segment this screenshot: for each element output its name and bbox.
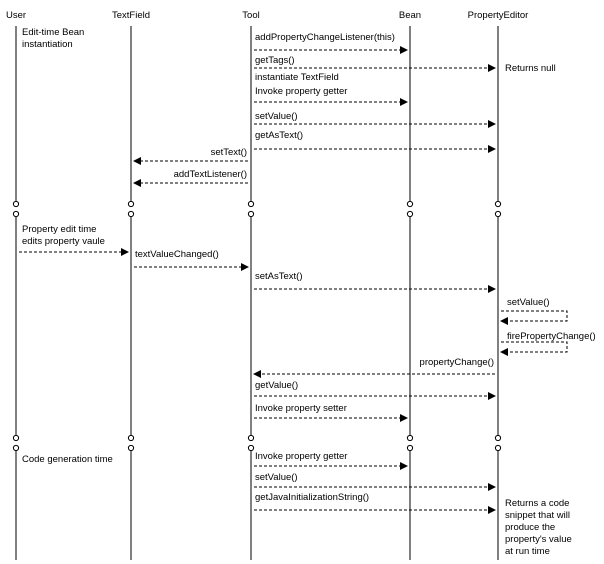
lifeline-label-textfield: TextField — [112, 10, 150, 21]
note-line: produce the — [505, 522, 555, 533]
message-17: setValue() — [254, 472, 496, 491]
note-line: Edit-time Bean — [22, 27, 84, 38]
message-4: setValue() — [254, 111, 496, 128]
message-label: getAsText() — [255, 130, 303, 141]
note-code-generation-time: Code generation time — [22, 454, 113, 465]
lifeline-break-marker — [127, 210, 135, 218]
lifeline-label-tool: Tool — [242, 10, 259, 21]
message-label: Invoke property getter — [255, 86, 347, 97]
message-14: getValue() — [254, 380, 496, 400]
lifeline-break-markers — [12, 200, 502, 452]
message-label: setValue() — [507, 297, 550, 308]
lifeline-break-marker — [406, 444, 414, 452]
message-label: addTextListener() — [174, 169, 247, 180]
message-1: addPropertyChangeListener(this) — [254, 32, 408, 54]
lifeline-break-marker — [247, 210, 255, 218]
lifeline-break-marker — [406, 210, 414, 218]
message-label: Invoke property setter — [255, 403, 347, 414]
note-line: Code generation time — [22, 454, 113, 465]
lifeline-break-marker — [127, 434, 135, 442]
message-18: getJavaInitializationString() — [254, 492, 496, 514]
message-5: getAsText() — [254, 130, 496, 153]
message-label: getValue() — [255, 380, 298, 391]
message-9: textValueChanged() — [134, 249, 249, 271]
lifeline-break-marker — [494, 210, 502, 218]
lifeline-break-marker — [127, 444, 135, 452]
lifeline-break-marker — [247, 434, 255, 442]
lifeline-break-marker — [127, 200, 135, 208]
message-label: setAsText() — [255, 271, 303, 282]
lifeline-break-marker — [12, 444, 20, 452]
lifeline-break-marker — [12, 210, 20, 218]
note-line: Returns null — [505, 63, 556, 74]
message-11: setValue() — [500, 297, 568, 325]
message-label: setText() — [211, 147, 247, 158]
self-message-arrow — [500, 341, 568, 356]
message-13: propertyChange() — [253, 357, 495, 378]
message-7: addTextListener() — [133, 169, 248, 187]
messages: addPropertyChangeListener(this) getTags()… — [19, 32, 596, 514]
lifeline-label-propertyeditor: PropertyEditor — [468, 10, 529, 21]
note-line: instantiation — [22, 39, 73, 50]
message-label: firePropertyChange() — [507, 331, 596, 342]
message-label: addPropertyChangeListener(this) — [255, 32, 395, 43]
message-10: setAsText() — [254, 271, 496, 293]
message-label: textValueChanged() — [135, 249, 219, 260]
message-2: getTags() — [254, 55, 496, 72]
lifeline-break-marker — [494, 444, 502, 452]
self-message-arrow — [500, 310, 568, 325]
note-line: at run time — [505, 546, 550, 557]
lifeline-label-bean: Bean — [399, 10, 421, 21]
note-line: Property edit time — [22, 224, 96, 235]
lifeline-break-marker — [247, 444, 255, 452]
lifeline-break-marker — [247, 200, 255, 208]
note-line: snippet that will — [505, 510, 570, 521]
note-returns-null: Returns null — [505, 63, 556, 74]
lifeline-break-marker — [12, 200, 20, 208]
message-label: getJavaInitializationString() — [255, 492, 369, 503]
lifelines: User TextField Tool Bean PropertyEditor — [6, 10, 528, 560]
lifeline-break-marker — [494, 434, 502, 442]
message-label: Invoke property getter — [255, 451, 347, 462]
message-label: instantiate TextField — [255, 72, 339, 83]
message-label: propertyChange() — [420, 357, 494, 368]
message-6: setText() — [133, 147, 248, 165]
message-label: setValue() — [255, 111, 298, 122]
message-16: Invoke property getter — [254, 451, 408, 470]
note-line: edits property vaule — [22, 236, 105, 247]
message-label: setValue() — [255, 472, 298, 483]
message-12: firePropertyChange() — [500, 331, 596, 356]
note-line: Returns a code — [505, 498, 569, 509]
lifeline-break-marker — [12, 434, 20, 442]
note-line: property's value — [505, 534, 572, 545]
lifeline-break-marker — [406, 434, 414, 442]
lifeline-label-user: User — [6, 10, 26, 21]
lifeline-break-marker — [494, 200, 502, 208]
lifeline-break-marker — [406, 200, 414, 208]
message-label: getTags() — [255, 55, 295, 66]
message-15: Invoke property setter — [254, 403, 408, 422]
